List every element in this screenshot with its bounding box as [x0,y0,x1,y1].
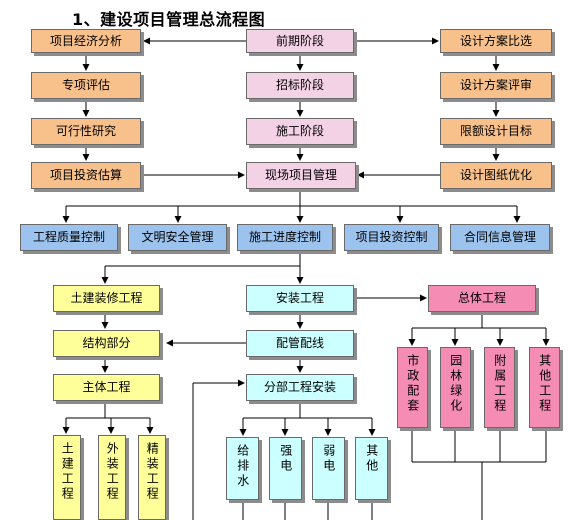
diagram-title: 1、建设项目管理总流程图 [72,10,266,29]
node-install-leaf-1: 给排水 [226,437,259,500]
node-overall-leaf-2: 园林绿化 [440,347,471,428]
node-site-management: 现场项目管理 [246,162,356,189]
node-install-leaf-3: 弱电 [312,437,345,500]
node-drawing-optimization: 设计图纸优化 [440,162,552,189]
node-install-sub: 分部工程安装 [246,374,354,401]
node-quality-control: 工程质量控制 [20,224,118,251]
node-construction-stage: 施工阶段 [246,118,354,145]
node-safety-management: 文明安全管理 [128,224,227,251]
node-civil-structure: 结构部分 [53,330,160,357]
node-overall-leaf-3: 附属工程 [484,347,515,428]
node-preliminary-stage: 前期阶段 [246,29,354,53]
node-investment-estimate: 项目投资估算 [31,162,141,189]
node-overall-leaf-4: 其他工程 [529,347,560,428]
node-bidding-stage: 招标阶段 [246,72,354,99]
node-install-leaf-2: 强电 [269,437,302,500]
node-contract-info: 合同信息管理 [450,224,550,251]
node-schedule-control: 施工进度控制 [237,224,333,251]
node-overall-root: 总体工程 [428,285,536,312]
node-design-review: 设计方案评审 [440,72,552,99]
node-install-root: 安装工程 [246,285,354,312]
node-design-limit: 限额设计目标 [440,118,552,145]
node-overall-leaf-1: 市政配套 [397,347,428,428]
node-design-comparison: 设计方案比选 [440,29,552,53]
node-civil-leaf-1: 土建工程 [53,435,81,520]
node-economic-analysis: 项目经济分析 [31,29,141,53]
node-civil-root: 土建装修工程 [53,285,160,312]
node-install-piping: 配管配线 [246,330,354,357]
node-special-assessment: 专项评估 [31,72,141,99]
node-investment-control: 项目投资控制 [344,224,439,251]
node-install-leaf-4: 其他 [355,437,388,500]
node-civil-leaf-3: 精装工程 [138,435,166,520]
node-feasibility-study: 可行性研究 [31,118,141,145]
node-civil-main: 主体工程 [53,374,160,401]
node-civil-leaf-2: 外装工程 [98,435,126,520]
